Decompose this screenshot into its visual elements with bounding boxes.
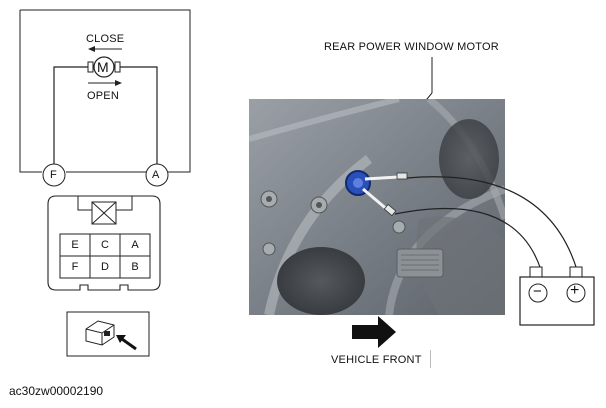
- battery-leads: [395, 176, 578, 271]
- close-label: CLOSE: [86, 33, 125, 45]
- document-id: ac30zw00002190: [9, 384, 104, 398]
- battery-positive-symbol: +: [570, 282, 580, 299]
- pin-a: A: [131, 239, 139, 251]
- terminal-f-label: F: [50, 169, 57, 181]
- motor-symbol-label: M: [97, 59, 109, 75]
- motor-callout-label: REAR POWER WINDOW MOTOR: [324, 41, 499, 53]
- pin-d: D: [101, 261, 109, 273]
- battery-positive-terminal: [566, 283, 586, 303]
- connector-outline: [47, 195, 161, 291]
- pin-f: F: [71, 261, 79, 273]
- terminal-a-label: A: [152, 169, 160, 181]
- vehicle-front-rule: [430, 350, 431, 368]
- vehicle-front-label: VEHICLE FRONT: [331, 354, 422, 366]
- wiring-schematic: [19, 9, 191, 187]
- schematic-frame: [19, 10, 42, 173]
- terminal-f: [42, 163, 66, 187]
- open-label: OPEN: [87, 90, 119, 102]
- battery-negative-terminal: [528, 283, 548, 303]
- battery-negative-symbol: −: [533, 283, 542, 300]
- connector-view-icon: [66, 311, 150, 357]
- vehicle-front-arrow-icon: [352, 316, 396, 348]
- terminal-a: [145, 163, 169, 187]
- open-arrow-icon: [115, 80, 122, 86]
- door-panel-photo: [249, 99, 505, 315]
- motor-symbol: [93, 56, 115, 78]
- pin-b: B: [131, 261, 139, 273]
- pin-e: E: [71, 239, 79, 251]
- pin-c: C: [101, 239, 109, 251]
- battery-icon: [519, 266, 595, 326]
- motor-wire: [53, 66, 88, 164]
- close-arrow-icon: [88, 46, 95, 52]
